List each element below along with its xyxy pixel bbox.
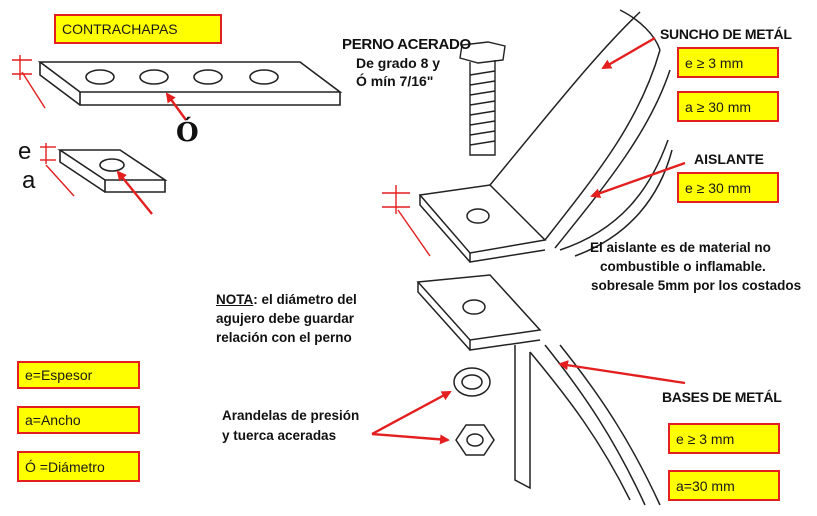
bases-thickness-spec: e ≥ 3 mm bbox=[668, 423, 780, 454]
washer-label-line2: y tuerca aceradas bbox=[222, 428, 337, 443]
legend-width: a=Ancho bbox=[17, 406, 140, 434]
bases-width-value: a=30 mm bbox=[676, 477, 735, 494]
legend-diameter: Ó =Diámetro bbox=[17, 451, 140, 482]
washer-nut-drawing bbox=[453, 367, 495, 456]
insulation-note-line3: sobresale 5mm por los costados bbox=[591, 278, 801, 293]
long-plate-drawing bbox=[37, 61, 343, 106]
callout-arrows bbox=[116, 36, 686, 445]
strap-title: SUNCHO DE METÁL bbox=[660, 26, 792, 42]
plate-dimension-marks bbox=[12, 55, 75, 197]
strap-width-spec: a ≥ 30 mm bbox=[677, 91, 779, 122]
nota-label: NOTA bbox=[216, 292, 254, 307]
strap-thickness-spec: e ≥ 3 mm bbox=[677, 47, 779, 78]
legend-thickness: e=Espesor bbox=[17, 361, 140, 389]
bolt-drawing bbox=[459, 41, 506, 156]
strap-thickness-value: e ≥ 3 mm bbox=[685, 54, 744, 71]
washer-label-line1: Arandelas de presión bbox=[222, 408, 360, 423]
insulation-note-line2: combustible o inflamable. bbox=[600, 259, 766, 274]
bases-thickness-value: e ≥ 3 mm bbox=[676, 430, 735, 447]
legend-diameter-text: Ó =Diámetro bbox=[25, 458, 105, 475]
contrachapas-title-box: CONTRACHAPAS bbox=[54, 14, 222, 44]
insulation-note-rest: por los costados bbox=[689, 278, 802, 293]
nota-line2: agujero debe guardar bbox=[216, 311, 355, 326]
legend-width-text: a=Ancho bbox=[25, 412, 81, 428]
insulation-thickness-spec: e ≥ 30 mm bbox=[677, 172, 779, 203]
insulation-title: AISLANTE bbox=[694, 151, 764, 167]
insulation-thickness-value: e ≥ 30 mm bbox=[685, 179, 752, 196]
contrachapas-title: CONTRACHAPAS bbox=[62, 21, 178, 37]
diameter-symbol: Ó bbox=[176, 118, 199, 148]
strap-drawing bbox=[418, 9, 673, 263]
bases-width-spec: a=30 mm bbox=[668, 470, 780, 501]
strap-width-value: a ≥ 30 mm bbox=[685, 98, 752, 115]
insulation-note-line1: El aislante es de material no bbox=[590, 240, 771, 255]
nota-line3: relación con el perno bbox=[216, 330, 352, 345]
nota-text1: : el diámetro del bbox=[253, 292, 357, 307]
bracket-dimension-marks bbox=[382, 185, 431, 257]
base-drawing bbox=[416, 274, 661, 506]
bolt-grade: De grado 8 y bbox=[356, 55, 441, 71]
width-letter: a bbox=[22, 167, 36, 194]
insulation-note-bold: sobresale 5mm bbox=[591, 278, 690, 293]
bolt-title: PERNO ACERADO bbox=[342, 36, 471, 53]
bolt-diameter: Ó mín 7/16" bbox=[356, 73, 434, 89]
thickness-letter: e bbox=[18, 138, 32, 165]
legend-thickness-text: e=Espesor bbox=[25, 367, 93, 383]
bases-title: BASES DE METÁL bbox=[662, 389, 782, 405]
small-plate-drawing bbox=[57, 149, 168, 193]
nota-line1: NOTA: el diámetro del bbox=[216, 292, 357, 307]
